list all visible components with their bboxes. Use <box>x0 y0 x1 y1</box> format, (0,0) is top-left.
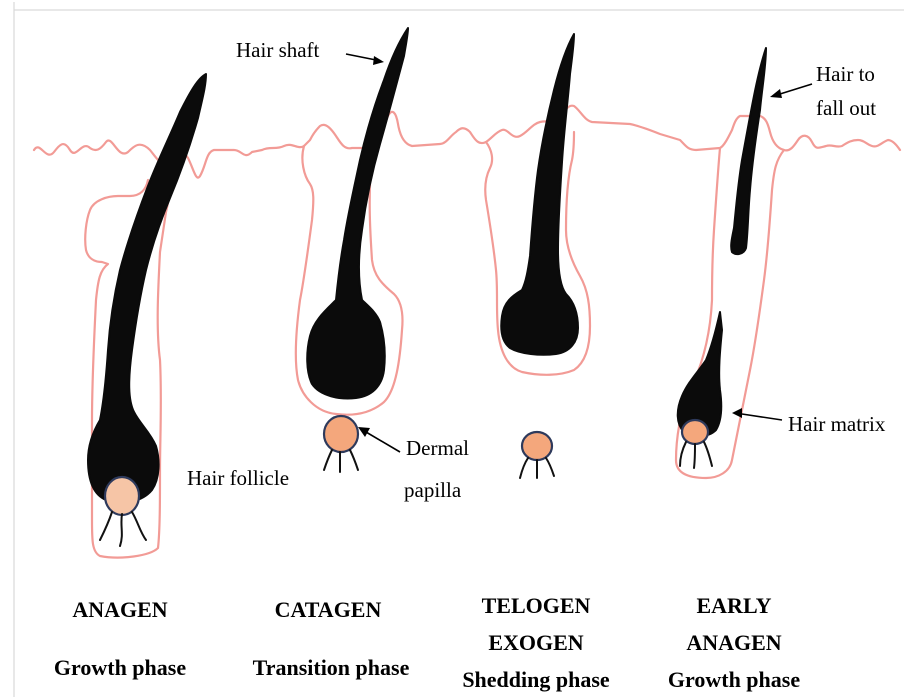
hair-shaft-label: Hair shaft <box>236 38 319 63</box>
hair-follicle-label: Hair follicle <box>187 466 289 491</box>
hair-shaft-arrow <box>346 54 384 65</box>
hair-to-fall-out-arrow <box>770 84 812 98</box>
early-anagen-old-hair <box>731 48 766 254</box>
phase-anagen-description: Growth phase <box>35 655 205 681</box>
hair-to-fall-out-label-line2: fall out <box>816 96 876 121</box>
hair-matrix-label: Hair matrix <box>788 412 885 437</box>
phase-early-anagen-name: EARLY <box>664 593 804 619</box>
dermal-papilla-arrow <box>358 427 400 452</box>
early-anagen-dermal-papilla <box>680 420 712 468</box>
telogen-dermal-papilla <box>520 432 554 478</box>
anagen-hair <box>88 74 206 503</box>
phase-telogen-name2: EXOGEN <box>466 630 606 656</box>
dermal-papilla-label-line2: papilla <box>404 478 461 503</box>
phase-catagen-description: Transition phase <box>236 655 426 681</box>
phase-early-anagen-description: Growth phase <box>644 667 824 693</box>
catagen-dermal-papilla <box>324 416 358 472</box>
early-anagen-new-hair <box>678 312 722 436</box>
catagen-hair <box>307 28 408 398</box>
dermal-papilla-label-line1: Dermal <box>406 436 469 461</box>
phase-early-anagen-name2: ANAGEN <box>664 630 804 656</box>
phase-anagen-name: ANAGEN <box>55 597 185 623</box>
phase-telogen-name: TELOGEN <box>466 593 606 619</box>
phase-catagen-name: CATAGEN <box>258 597 398 623</box>
phase-telogen-description: Shedding phase <box>446 667 626 693</box>
hair-to-fall-out-label-line1: Hair to <box>816 62 875 87</box>
